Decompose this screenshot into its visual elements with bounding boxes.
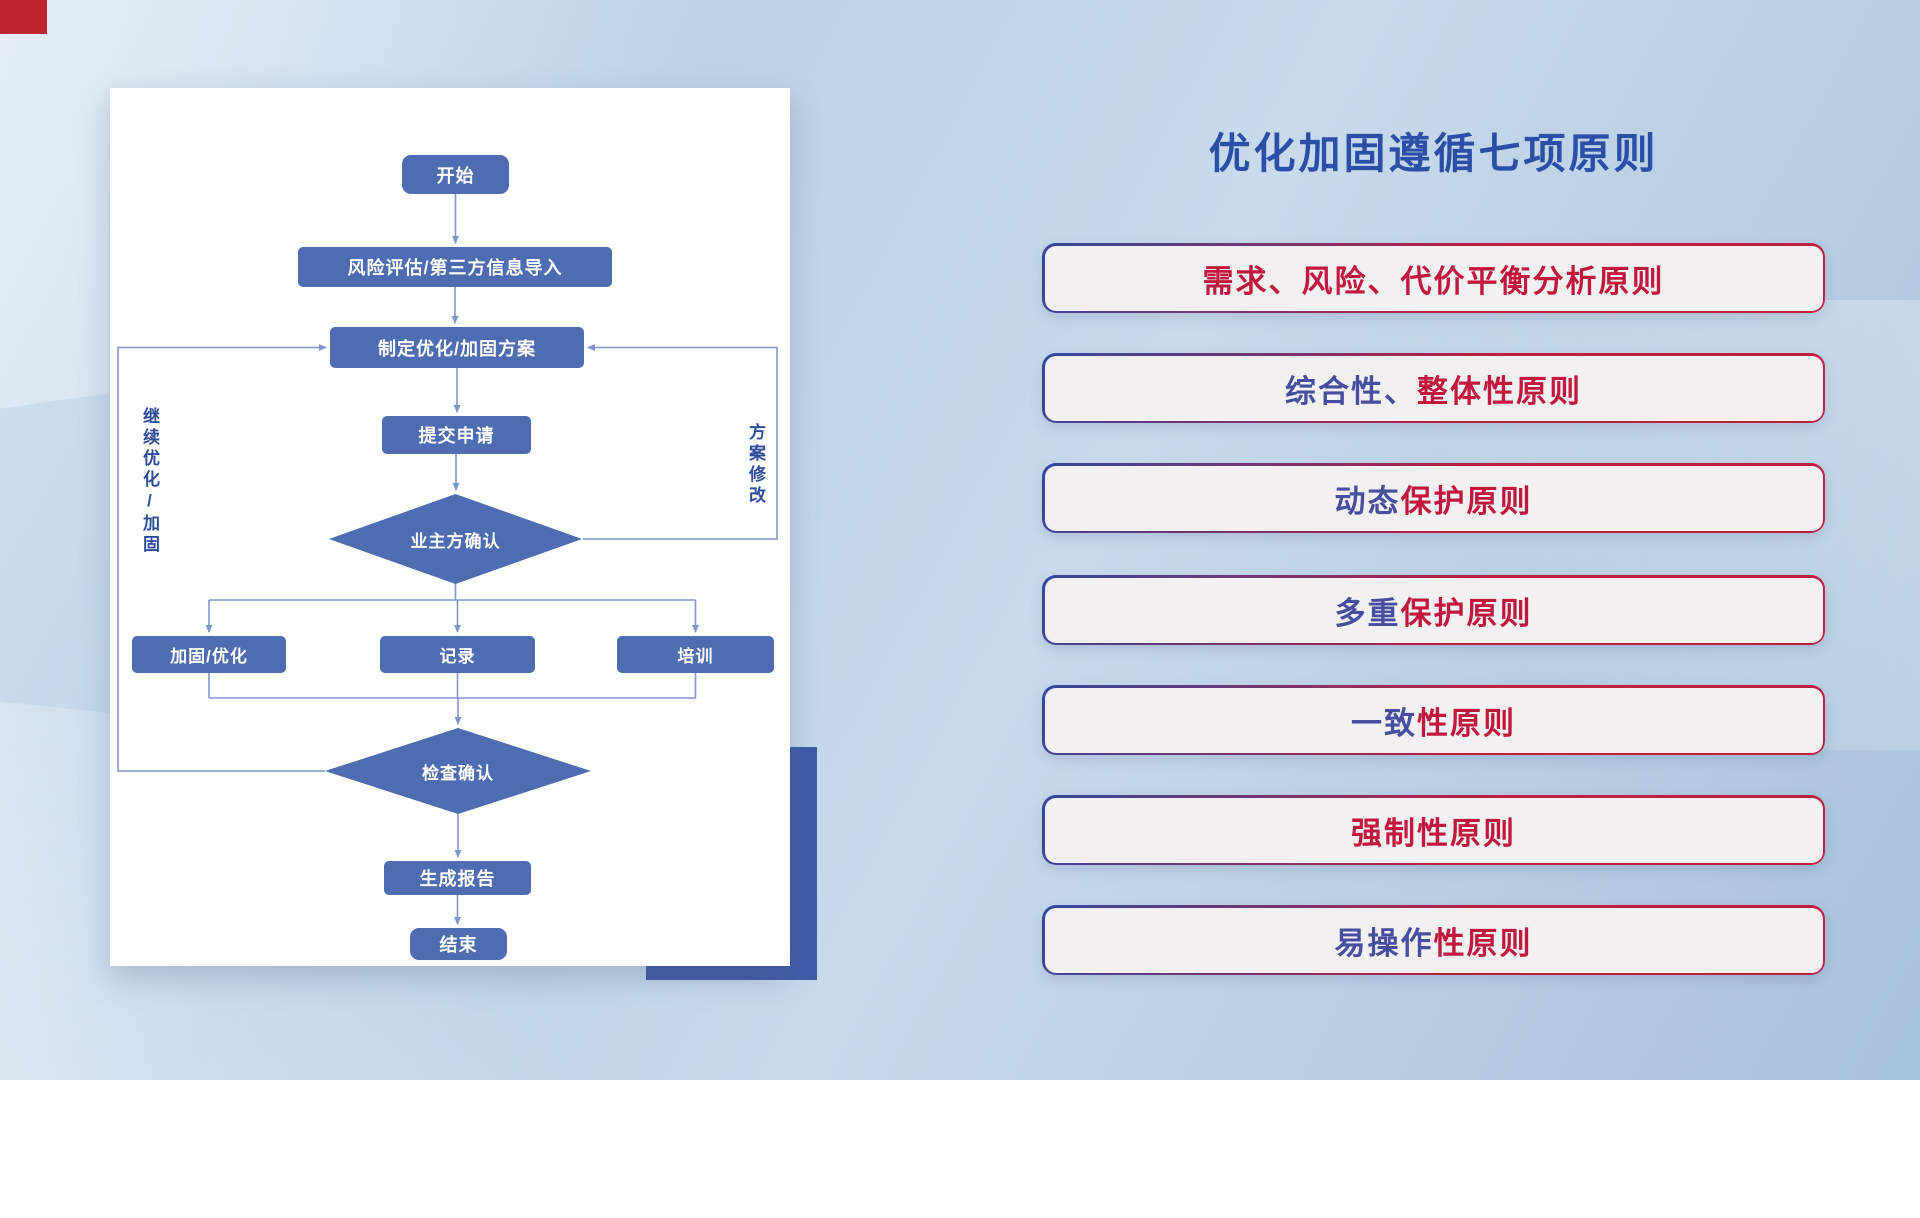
principle-card-6: 强制性原则: [1042, 795, 1825, 865]
principle-text-lead: 综合性、: [1285, 373, 1417, 409]
principle-text: 保护原则: [1400, 595, 1533, 631]
principle-card-5: 一致性原则: [1042, 685, 1825, 755]
principle-text-lead: 易操作: [1334, 925, 1434, 961]
flow-node-end: 结束: [410, 928, 507, 960]
flow-label-continue-optimize: 继续优化/加固: [140, 407, 159, 556]
flow-node-report: 生成报告: [384, 861, 531, 895]
principle-text: 整体性原则: [1417, 373, 1582, 409]
flow-node-training: 培训: [617, 636, 774, 673]
principle-text: 保护原则: [1400, 483, 1533, 519]
principle-card-7: 易操作性原则: [1042, 905, 1825, 975]
flow-node-make-plan: 制定优化/加固方案: [330, 327, 584, 368]
principle-card-2: 综合性、整体性原则: [1042, 353, 1825, 423]
flow-node-risk-import: 风险评估/第三方信息导入: [298, 247, 612, 287]
principle-card-4: 多重保护原则: [1042, 575, 1825, 645]
flow-node-record: 记录: [380, 636, 535, 673]
principle-text: 需求、风险、代价平衡分析原则: [1202, 263, 1665, 299]
flow-node-submit: 提交申请: [382, 416, 531, 454]
principle-card-1: 需求、风险、代价平衡分析原则: [1042, 243, 1825, 313]
principle-text: 性原则: [1433, 925, 1533, 961]
principle-text-lead: 一致: [1351, 705, 1417, 741]
principle-text-lead: 动态: [1334, 483, 1401, 519]
flow-node-start: 开始: [402, 155, 509, 194]
principle-card-3: 动态保护原则: [1042, 463, 1825, 533]
flowchart-card: 开始 风险评估/第三方信息导入 制定优化/加固方案 提交申请 业主方确认 加固/…: [110, 88, 790, 966]
flow-label-plan-modify: 方案修改: [746, 423, 765, 507]
principle-text: 强制性原则: [1351, 815, 1516, 851]
corner-accent-block: [0, 0, 47, 34]
principle-text: 性原则: [1417, 705, 1516, 741]
principles-title: 优化加固遵循七项原则: [1208, 130, 1659, 177]
principle-text-lead: 多重: [1334, 595, 1401, 631]
flow-node-reinforce: 加固/优化: [132, 636, 286, 673]
